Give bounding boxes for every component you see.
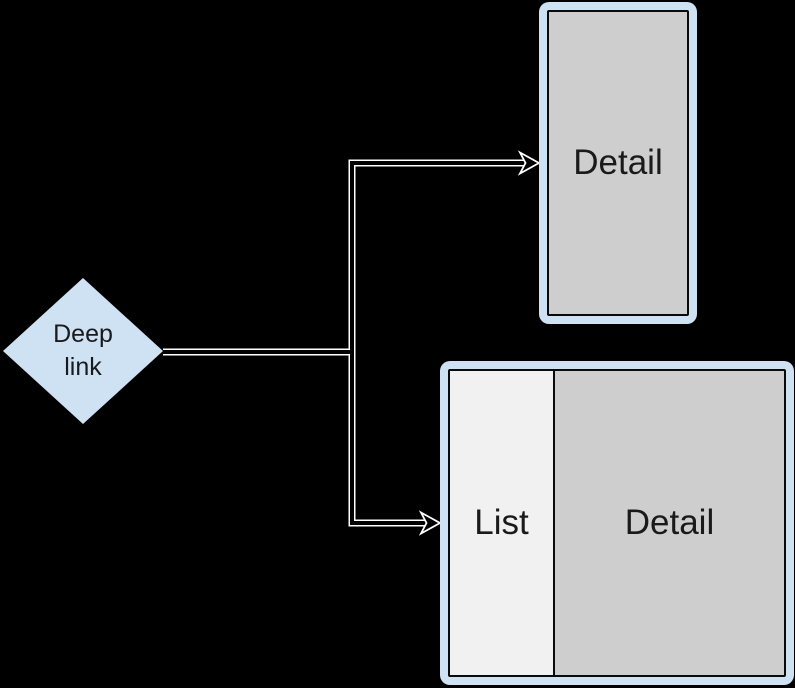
detail-screen-frame: Detail [539, 2, 697, 324]
arrowhead-detail-icon [517, 150, 541, 176]
diamond-shape [3, 278, 163, 424]
detail-screen-label: Detail [573, 143, 663, 182]
list-pane: List [450, 371, 555, 675]
deep-link-label: Deep link [53, 320, 113, 381]
list-detail-screen-frame: List Detail [440, 361, 794, 685]
arrow-core-pass [163, 161, 524, 525]
list-pane-label: List [474, 503, 529, 542]
detail-pane-label: Detail [624, 503, 715, 542]
detail-pane: Detail [555, 371, 784, 675]
list-detail-screen: List Detail [448, 369, 786, 677]
arrow-shaft-to-detail [348, 159, 524, 352]
deep-link-node: Deep link [2, 277, 164, 425]
detail-screen: Detail [547, 10, 689, 316]
arrow-shaft-to-list-detail [348, 352, 425, 527]
arrowhead-list-detail-icon [418, 510, 442, 536]
